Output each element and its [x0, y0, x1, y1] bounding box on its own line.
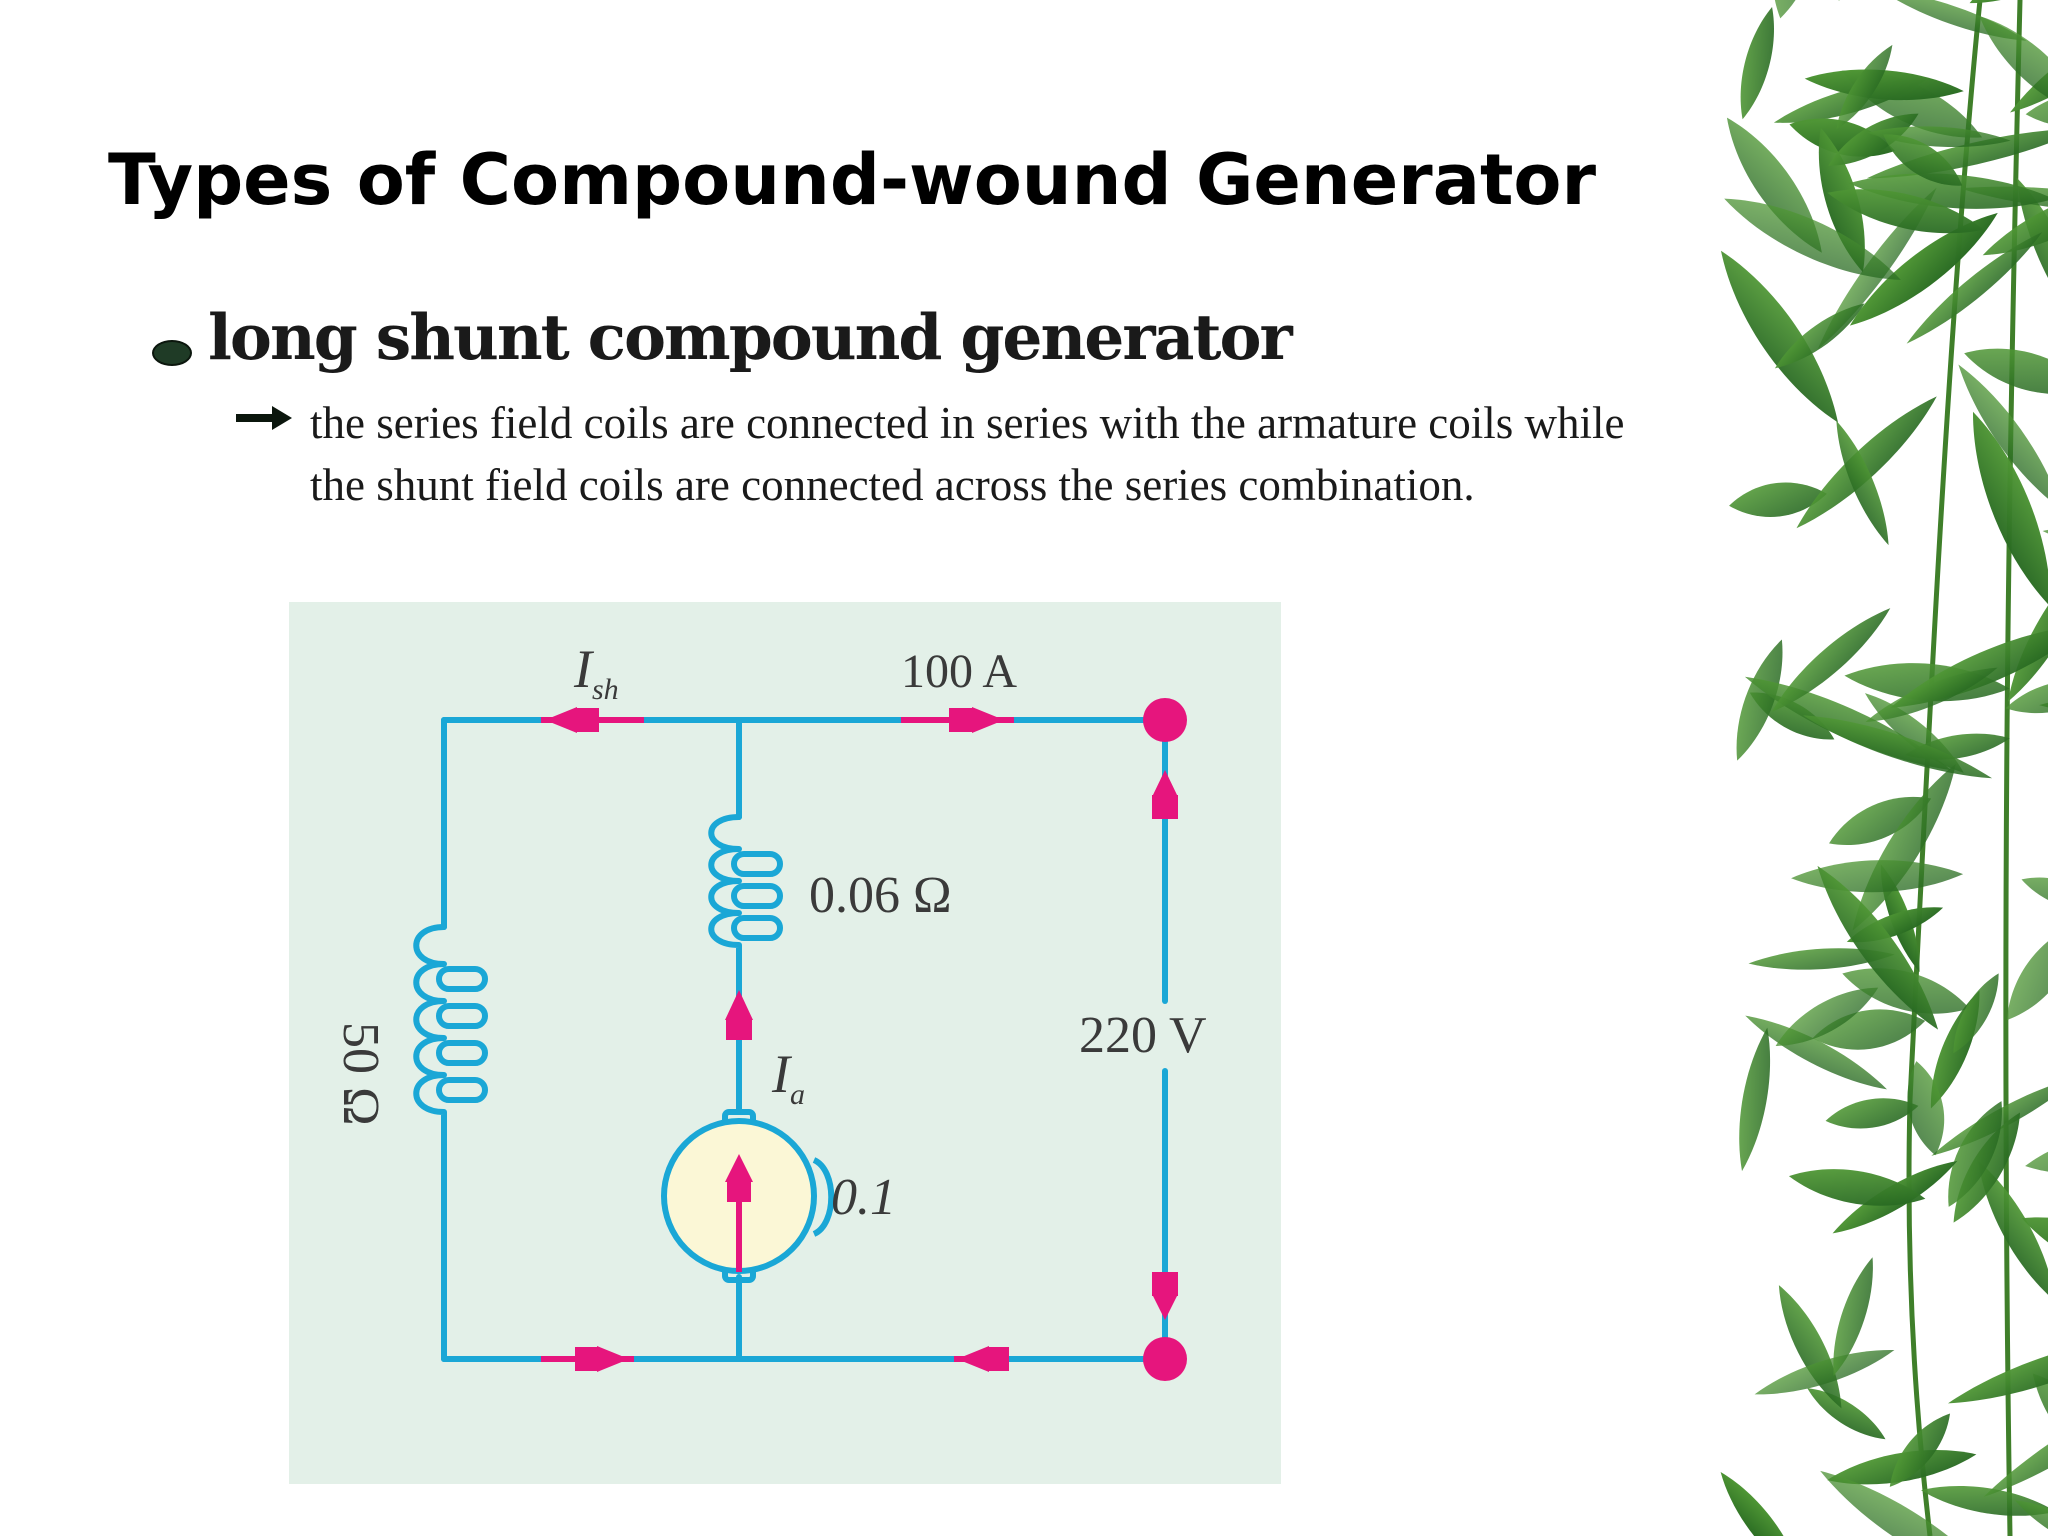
shunt-coil-loop-3: [436, 1040, 488, 1066]
arrow-voltage-bottom: [1152, 1294, 1178, 1320]
bamboo-leaf: [1983, 1380, 2048, 1497]
arrow-voltage-top: [1152, 770, 1178, 797]
bamboo-leaf: [1817, 865, 1939, 1030]
terminal-top: [1143, 698, 1187, 742]
series-coil-loop-2: [731, 883, 783, 909]
bamboo-leaf: [1948, 1101, 2002, 1207]
arrow-armature-current-block: [726, 1018, 752, 1040]
bamboo-leaf: [1724, 198, 1901, 280]
arrow-right-icon: [236, 406, 292, 430]
bamboo-leaf: [1736, 639, 1783, 761]
bamboo-leaf: [1802, 715, 1993, 779]
arrow-load-head: [972, 707, 1004, 733]
label-shunt-current: Ish: [573, 639, 619, 706]
bamboo-leaf: [1775, 987, 1879, 1046]
slide-title: Types of Compound-wound Generator: [108, 139, 1597, 221]
arrow-voltage-bottom-block: [1152, 1272, 1178, 1296]
circuit-diagram: Ish 100 A 0.06 Ω 50 Ω 220 V Ia 0.1: [289, 602, 1281, 1484]
arrow-armature-current-head: [725, 990, 753, 1020]
bamboo-leaf: [1828, 113, 1919, 166]
bamboo-leaf: [1740, 7, 1774, 120]
armature-emf-head: [725, 1154, 753, 1182]
bamboo-leaf: [1978, 1160, 2048, 1302]
series-coil-loop-1: [731, 851, 783, 877]
bamboo-leaf: [1791, 860, 1964, 893]
bullet-heading: long shunt compound generator: [208, 300, 1293, 374]
shunt-coil-loop-4: [436, 1077, 488, 1103]
circuit-diagram-svg: Ish 100 A 0.06 Ω 50 Ω 220 V Ia 0.1: [332, 639, 1207, 1381]
bamboo-leaf: [2005, 680, 2048, 714]
arrow-bottom-left-block: [575, 1347, 599, 1371]
shunt-coil-loop-1: [436, 966, 488, 992]
bamboo-leaf: [1720, 250, 1838, 423]
bamboo-leaf: [1745, 1015, 1887, 1090]
bamboo-leaf: [1827, 189, 1984, 234]
bamboo-leaf: [1883, 134, 1963, 186]
armature-emf-block: [727, 1180, 751, 1202]
bamboo-leaf: [1964, 348, 2048, 395]
bamboo-leaf: [1836, 44, 1893, 130]
bamboo-leaf: [1836, 420, 1889, 546]
bamboo-leaf: [1804, 69, 1964, 101]
bamboo-leaves-decoration: [1720, 0, 2048, 1536]
arrow-load-block: [949, 708, 973, 732]
bamboo-leaf: [1807, 1388, 1886, 1440]
shunt-coil-loop-2: [436, 1003, 488, 1029]
bamboo-leaf: [1958, 364, 2048, 511]
arrow-bottom-right-block: [987, 1347, 1009, 1371]
arrow-shunt-block: [575, 708, 599, 732]
bamboo-leaf: [1796, 396, 1937, 529]
bamboo-leaf: [1774, 303, 1865, 369]
label-shunt-resistance: 50 Ω: [332, 1022, 389, 1126]
bullet-icon: [152, 340, 192, 366]
series-coil-loop-3: [731, 915, 783, 941]
bamboo-leaf: [1729, 482, 1827, 517]
bamboo-leaf: [1825, 1098, 1919, 1129]
bamboo-leaf: [2021, 877, 2048, 911]
bamboo-leaf: [1829, 796, 1932, 846]
bamboo-leaf: [2006, 922, 2048, 1021]
bamboo-leaf: [1849, 212, 1998, 326]
bamboo-leaf: [1947, 1335, 2048, 1404]
bamboo-leaf: [1788, 1169, 1926, 1206]
terminal-bottom: [1143, 1337, 1187, 1381]
armature-resistance-bracket: [812, 1157, 835, 1237]
bamboo-leaf: [1754, 1349, 1895, 1395]
label-load-current: 100 A: [901, 645, 1017, 698]
bamboo-leaf: [1748, 948, 1895, 970]
bamboo-leaf: [1953, 973, 1999, 1054]
sub-point-text: the series field coils are connected in …: [310, 398, 1625, 510]
bamboo-leaf: [1833, 1257, 1873, 1376]
bamboo-leaf: [2035, 0, 2048, 5]
bamboo-leaf: [1906, 232, 2043, 344]
bamboo-leaf: [1972, 411, 2048, 608]
bamboo-leaf: [1982, 183, 2048, 256]
bamboo-leaf: [1953, 1112, 2021, 1223]
label-terminal-voltage: 220 V: [1079, 1007, 1207, 1064]
series-field-coil: [708, 814, 742, 955]
bamboo-leaf-group: [1720, 0, 2048, 1536]
bamboo-leaf: [1979, 16, 2048, 118]
bamboo-leaf: [2014, 1500, 2048, 1536]
bamboo-leaf: [1820, 1470, 2000, 1536]
arrow-bottom-left-head: [597, 1346, 629, 1372]
label-armature-current: Ia: [771, 1044, 805, 1111]
bamboo-leaf: [1771, 608, 1891, 712]
label-armature-resistance: 0.1: [831, 1169, 896, 1226]
bamboo-leaf: [1889, 1413, 1951, 1487]
shunt-field-coil: [413, 924, 447, 1135]
bamboo-leaf: [1720, 1471, 1803, 1536]
arrow-bottom-right-head: [957, 1346, 989, 1372]
arrow-shunt-head: [545, 707, 577, 733]
bamboo-leaf: [1907, 1061, 1945, 1156]
arrow-voltage-top-block: [1152, 795, 1178, 819]
bamboo-leaf: [1739, 1027, 1771, 1172]
bamboo-leaf: [1865, 667, 1998, 722]
bamboo-leaf: [2025, 1133, 2048, 1174]
bamboo-leaf: [1921, 1486, 2048, 1516]
label-series-resistance: 0.06 Ω: [809, 867, 952, 924]
